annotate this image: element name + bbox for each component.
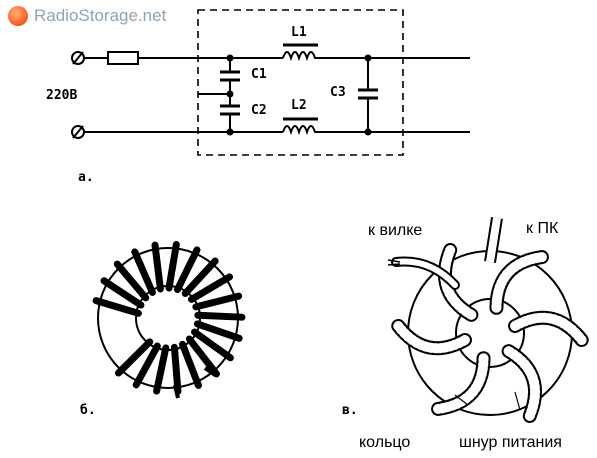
watermark-logo: RadioStorage.net [8, 6, 166, 26]
cord-loop-fill [433, 353, 489, 414]
winding-turn [193, 320, 243, 342]
to-pc-label: к ПК [526, 220, 559, 237]
inductor-l2 [282, 125, 318, 136]
cord-toroid [387, 217, 589, 423]
winding-turn [170, 343, 182, 395]
power-cord-label: шнур питания [459, 434, 562, 451]
winding-turn [92, 297, 142, 317]
winding-turn [188, 273, 234, 303]
winding-turn [178, 340, 202, 389]
cord-loop-fill [510, 312, 587, 346]
wound-toroid [92, 240, 246, 399]
part-a-label: а. [78, 170, 94, 185]
winding-turn [153, 344, 170, 395]
winding-turn [132, 342, 161, 389]
winding-lead [173, 384, 180, 399]
l1-label: L1 [291, 25, 307, 40]
voltage-label: 220В [46, 88, 78, 103]
l2-label: L2 [291, 98, 307, 113]
winding-turn [114, 338, 154, 377]
cord-loop-fill [503, 346, 541, 421]
cord-loop-fill [439, 245, 477, 320]
shield-enclosure [197, 9, 404, 156]
bulb-icon [8, 6, 28, 26]
watermark-text: RadioStorage.net [34, 6, 167, 25]
part-c-label: в. [342, 403, 358, 418]
cord-loop-fill [393, 320, 470, 354]
winding-turn [181, 257, 219, 297]
winding-turn [192, 292, 243, 311]
part-b-label: б. [80, 403, 96, 418]
c2-label: C2 [251, 103, 267, 118]
winding-turn [151, 241, 164, 293]
c1-label: C1 [251, 67, 267, 82]
filter-schematic [71, 9, 470, 156]
winding-turn [191, 328, 234, 362]
winding-turn [174, 246, 201, 294]
cord-loop-fill [491, 252, 547, 313]
winding-turn [100, 277, 145, 309]
winding-turn [185, 335, 220, 378]
winding-turn [194, 311, 246, 321]
c3-label: C3 [330, 85, 346, 100]
winding-lead [203, 366, 217, 377]
winding-turn [165, 240, 180, 292]
winding-turn [131, 248, 156, 296]
to-plug-label: к вилке [368, 222, 423, 239]
winding-turn [113, 260, 150, 302]
inductor-l1 [282, 51, 318, 62]
ring-label: кольцо [359, 434, 411, 451]
fuse [107, 51, 139, 65]
